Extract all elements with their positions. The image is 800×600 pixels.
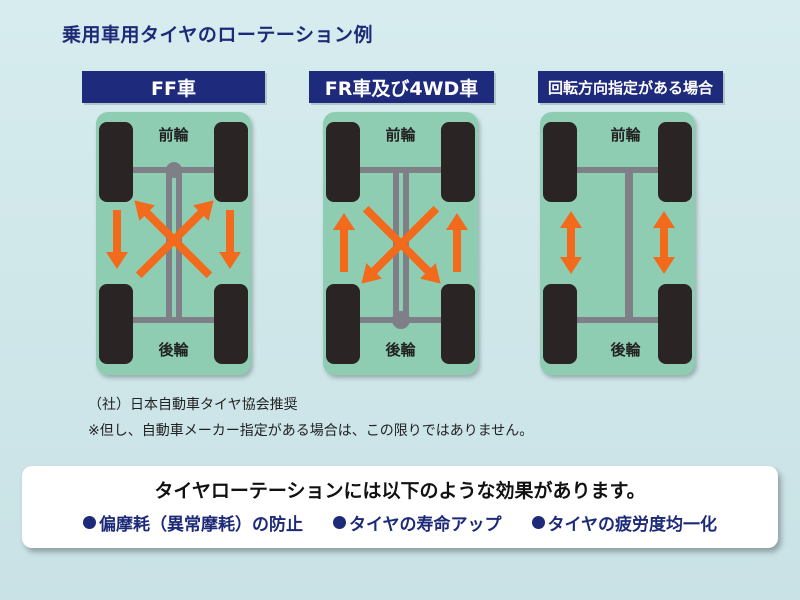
- arrow-front-right-to-rear-right: [219, 210, 241, 269]
- arrow-rear-left-to-front-left: [333, 213, 355, 272]
- rear-wheel-label: 後輪: [158, 341, 189, 359]
- recommendation-note: （社）日本自動車タイヤ協会推奨: [88, 397, 298, 413]
- arrow-front-left-to-rear-left: [106, 210, 128, 269]
- tire-front-left: [543, 122, 577, 202]
- arrow-rear-right-to-front-left: [134, 200, 213, 279]
- fr-4wd-rotation-diagram: [326, 122, 475, 364]
- bullet-dot-icon: [83, 516, 96, 529]
- bullet-dot-icon: [333, 516, 346, 529]
- tire-rear-left: [326, 284, 360, 364]
- front-differential: [166, 162, 182, 178]
- panel-heading-fr-4wd: FR車及び4WD車: [309, 71, 494, 103]
- tire-rear-left: [543, 284, 577, 364]
- rear-wheel-label: 後輪: [385, 341, 416, 359]
- rear-differential: [392, 311, 410, 329]
- rotation-arrows: [560, 211, 675, 274]
- tire-rear-left: [99, 284, 133, 364]
- ff-rotation-diagram: [99, 122, 248, 364]
- panel-fr-4wd: 前輪 後輪: [323, 112, 478, 375]
- front-wheel-label: 前輪: [158, 126, 189, 144]
- front-wheel-label: 前輪: [610, 126, 641, 144]
- effect-label: タイヤの疲労度均一化: [547, 515, 718, 535]
- front-axle: [558, 167, 677, 173]
- tire-front-right: [214, 122, 248, 202]
- rear-axle: [114, 317, 233, 323]
- directional-rotation-diagram: [543, 122, 692, 364]
- tire-front-left: [99, 122, 133, 202]
- manufacturer-exception-note: ※但し、自動車メーカー指定がある場合は、この限りではありません。: [88, 423, 534, 439]
- rear-axle: [558, 317, 677, 323]
- front-axle: [341, 167, 460, 173]
- tire-front-right: [658, 122, 692, 202]
- front-wheel-label: 前輪: [385, 126, 416, 144]
- effect-label: 偏摩耗（異常摩耗）の防止: [99, 515, 303, 535]
- panel-heading-ff: FF車: [82, 71, 265, 103]
- bullet-dot-icon: [531, 516, 545, 529]
- effects-list: 偏摩耗（異常摩耗）の防止 タイヤの寿命アップ タイヤの疲労度均一化: [22, 510, 778, 535]
- panel-directional: 前輪 後輪: [540, 112, 695, 375]
- tire-rear-right: [214, 284, 248, 364]
- panel-ff: 前輪 後輪: [96, 112, 251, 375]
- rotation-arrows: [333, 205, 468, 284]
- tire-rear-right: [441, 284, 475, 364]
- arrow-rear-right-to-front-right: [446, 213, 468, 272]
- effects-heading: タイヤローテーションには以下のような効果があります。: [154, 480, 646, 502]
- arrow-left-swap: [560, 211, 582, 274]
- effect-item: タイヤの寿命アップ: [333, 510, 502, 535]
- rotation-arrows: [106, 200, 241, 279]
- panel-heading-directional: 回転方向指定がある場合: [538, 71, 723, 103]
- effects-box: タイヤローテーションには以下のような効果があります。 偏摩耗（異常摩耗）の防止 …: [22, 466, 778, 548]
- tire-front-left: [326, 122, 360, 202]
- arrow-right-swap: [653, 211, 675, 274]
- tire-front-right: [441, 122, 475, 202]
- effect-item: 偏摩耗（異常摩耗）の防止: [83, 510, 303, 535]
- center-frame-rail: [625, 167, 633, 323]
- effect-label: タイヤの寿命アップ: [349, 515, 502, 535]
- arrow-front-right-to-rear-left: [361, 205, 440, 284]
- effect-item: タイヤの疲労度均一化: [531, 510, 718, 535]
- page-title: 乗用車用タイヤのローテーション例: [62, 24, 374, 46]
- tire-rear-right: [658, 284, 692, 364]
- rear-wheel-label: 後輪: [610, 341, 641, 359]
